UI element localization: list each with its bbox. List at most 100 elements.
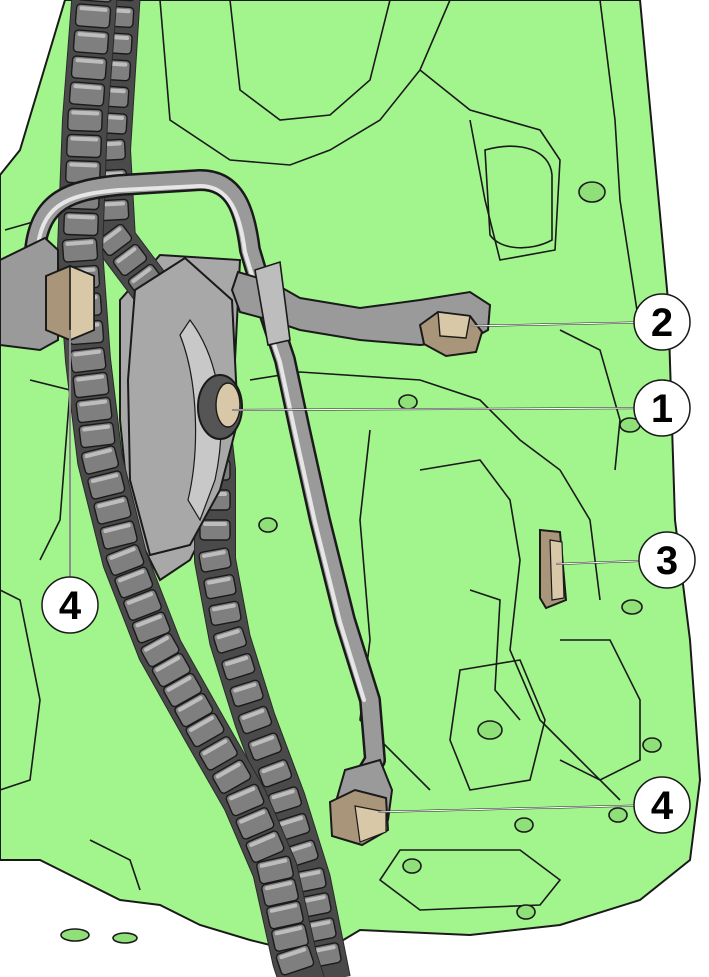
chain-roller-highlight [73,84,102,90]
bore-hole [398,394,418,410]
chain-roller [198,736,238,771]
chain-roller [123,589,162,621]
chain-roller-highlight [269,903,298,913]
chain-roller [114,566,154,599]
chain-roller-highlight [259,858,288,868]
bore-hole [60,928,90,942]
callout-number: 1 [651,387,673,431]
chain-roller-highlight [279,815,304,826]
callout-c1: 1 [231,379,691,437]
chain-side-plates [90,0,350,977]
chain-roller-highlight [144,636,170,652]
banjo-fitting [0,236,59,352]
callout-c3: 3 [555,531,696,589]
chain-roller-highlight [79,6,108,12]
chain-roller-highlight [261,762,285,774]
chain-roller-highlight [84,448,112,459]
chain-roller [229,679,264,708]
chain-roller-highlight [126,592,154,605]
chain-roller [237,705,273,735]
casting-holes [60,181,662,944]
bore-hole [608,807,628,823]
chain-roller-highlight [271,789,295,800]
chain-roller-highlight [302,895,326,904]
chain-roller-highlight [229,786,256,801]
chain-roller-highlight [297,870,321,879]
bore-hole [578,181,606,203]
chain-roller [257,759,293,788]
chain-roller-highlight [202,550,226,558]
callout-c4b: 4 [377,776,691,834]
casting-details [0,0,641,911]
chain-roller-highlight [177,696,203,712]
chain-roller-highlight [274,926,303,936]
chain-roller-highlight [90,473,119,484]
chain-roller-highlight [116,247,137,264]
chain-roller [212,759,252,794]
chain-roller-highlight [189,715,214,732]
bore-hole [258,517,278,533]
chain-roller-highlight [212,603,236,612]
chain-roller-highlight [239,810,266,824]
chain-roller-highlight [155,656,181,672]
leader-line [231,407,663,411]
chain-roller-highlight [288,842,312,853]
bore-hole [621,599,643,615]
chain-roller-highlight [307,920,331,929]
chain-roller-highlight [109,547,136,560]
chain-roller [140,632,180,668]
chain-roller [76,0,114,3]
chain-roller-highlight [233,682,257,693]
chain-roller [247,732,283,761]
chain-roller-highlight [75,58,104,64]
chain-roller-highlight [279,947,307,960]
chain-roller-highlight [69,162,98,168]
chain-roller-highlight [251,735,275,747]
chain-roller [174,692,214,728]
banjo-bolt-left [45,264,95,342]
callout-c4a: 4 [41,330,99,634]
chain-roller-highlight [101,227,122,244]
banjo-bolt-bottom [328,758,394,847]
chain-roller [131,611,171,644]
chain-roller [275,944,315,976]
chain-roller [185,712,225,748]
chain-roller-highlight [241,708,265,720]
bolts [45,264,568,847]
oil-plug-bolt [539,528,568,610]
chain-roller-highlight [70,136,99,142]
chain-roller-highlight [166,676,192,692]
chain-roller [235,807,275,840]
callout-number: 4 [651,784,674,828]
leader-line [469,321,663,327]
chain-roller-highlight [135,614,162,628]
bore-hole [112,932,138,944]
chain-roller-highlight [82,424,111,432]
bore-hole [516,904,536,920]
chain-roller [225,783,265,817]
callout-number: 4 [59,584,82,628]
chain-roller [163,672,202,708]
chain-roller-highlight [67,214,96,220]
chain-roller-highlight [65,240,94,246]
chain-roller-highlight [203,522,227,526]
chain-roller-highlight [97,498,125,509]
chain-roller-highlight [76,374,105,382]
chain-roller-highlight [101,201,125,207]
chain-roller-highlight [224,655,249,666]
chain-roller-highlight [71,110,100,116]
tube-body [26,171,384,794]
bracket-bolt [418,310,484,358]
chain-roller-highlight [79,399,108,407]
banjo-body [0,236,59,352]
chain-roller [112,243,148,277]
chain-roller-highlight [118,569,145,583]
chain-roller-highlight [103,523,131,534]
bore-hole [642,737,662,753]
callout-circle [638,531,696,589]
chain-roller-highlight [215,762,241,779]
chain-roller-highlight [207,576,231,585]
chain-outer-strand [57,0,325,977]
bore-hole [477,720,503,740]
